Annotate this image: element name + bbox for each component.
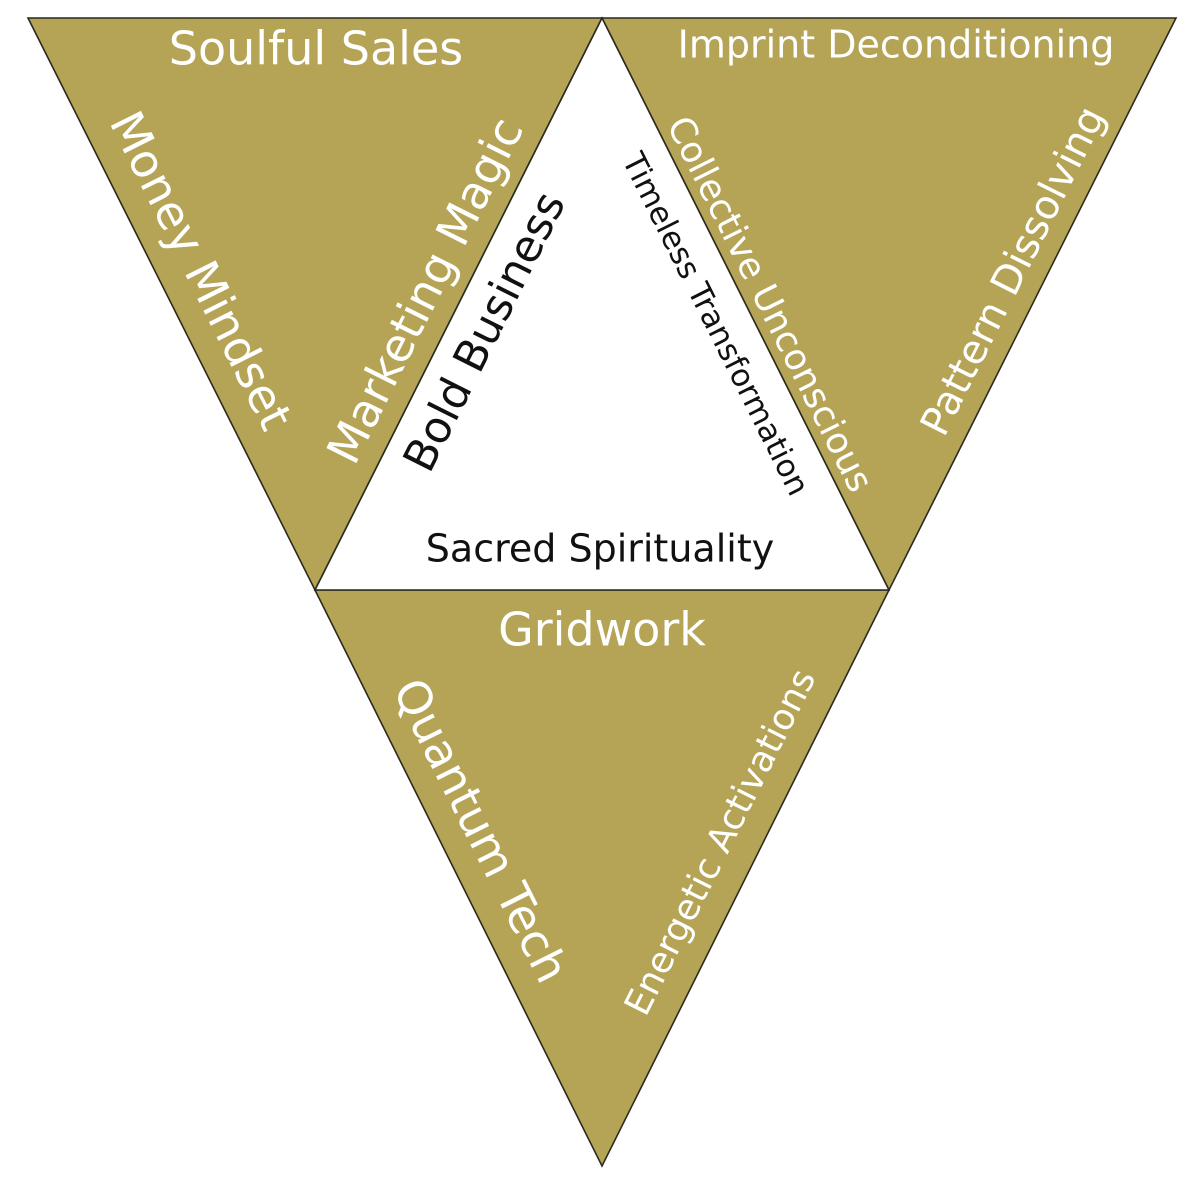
label-imprint-deconditioning: Imprint Deconditioning xyxy=(678,23,1115,67)
label-sacred-spirituality: Sacred Spirituality xyxy=(426,527,774,571)
label-gridwork: Gridwork xyxy=(498,603,706,657)
label-soulful-sales: Soulful Sales xyxy=(169,22,463,76)
triangle-center xyxy=(313,16,891,591)
